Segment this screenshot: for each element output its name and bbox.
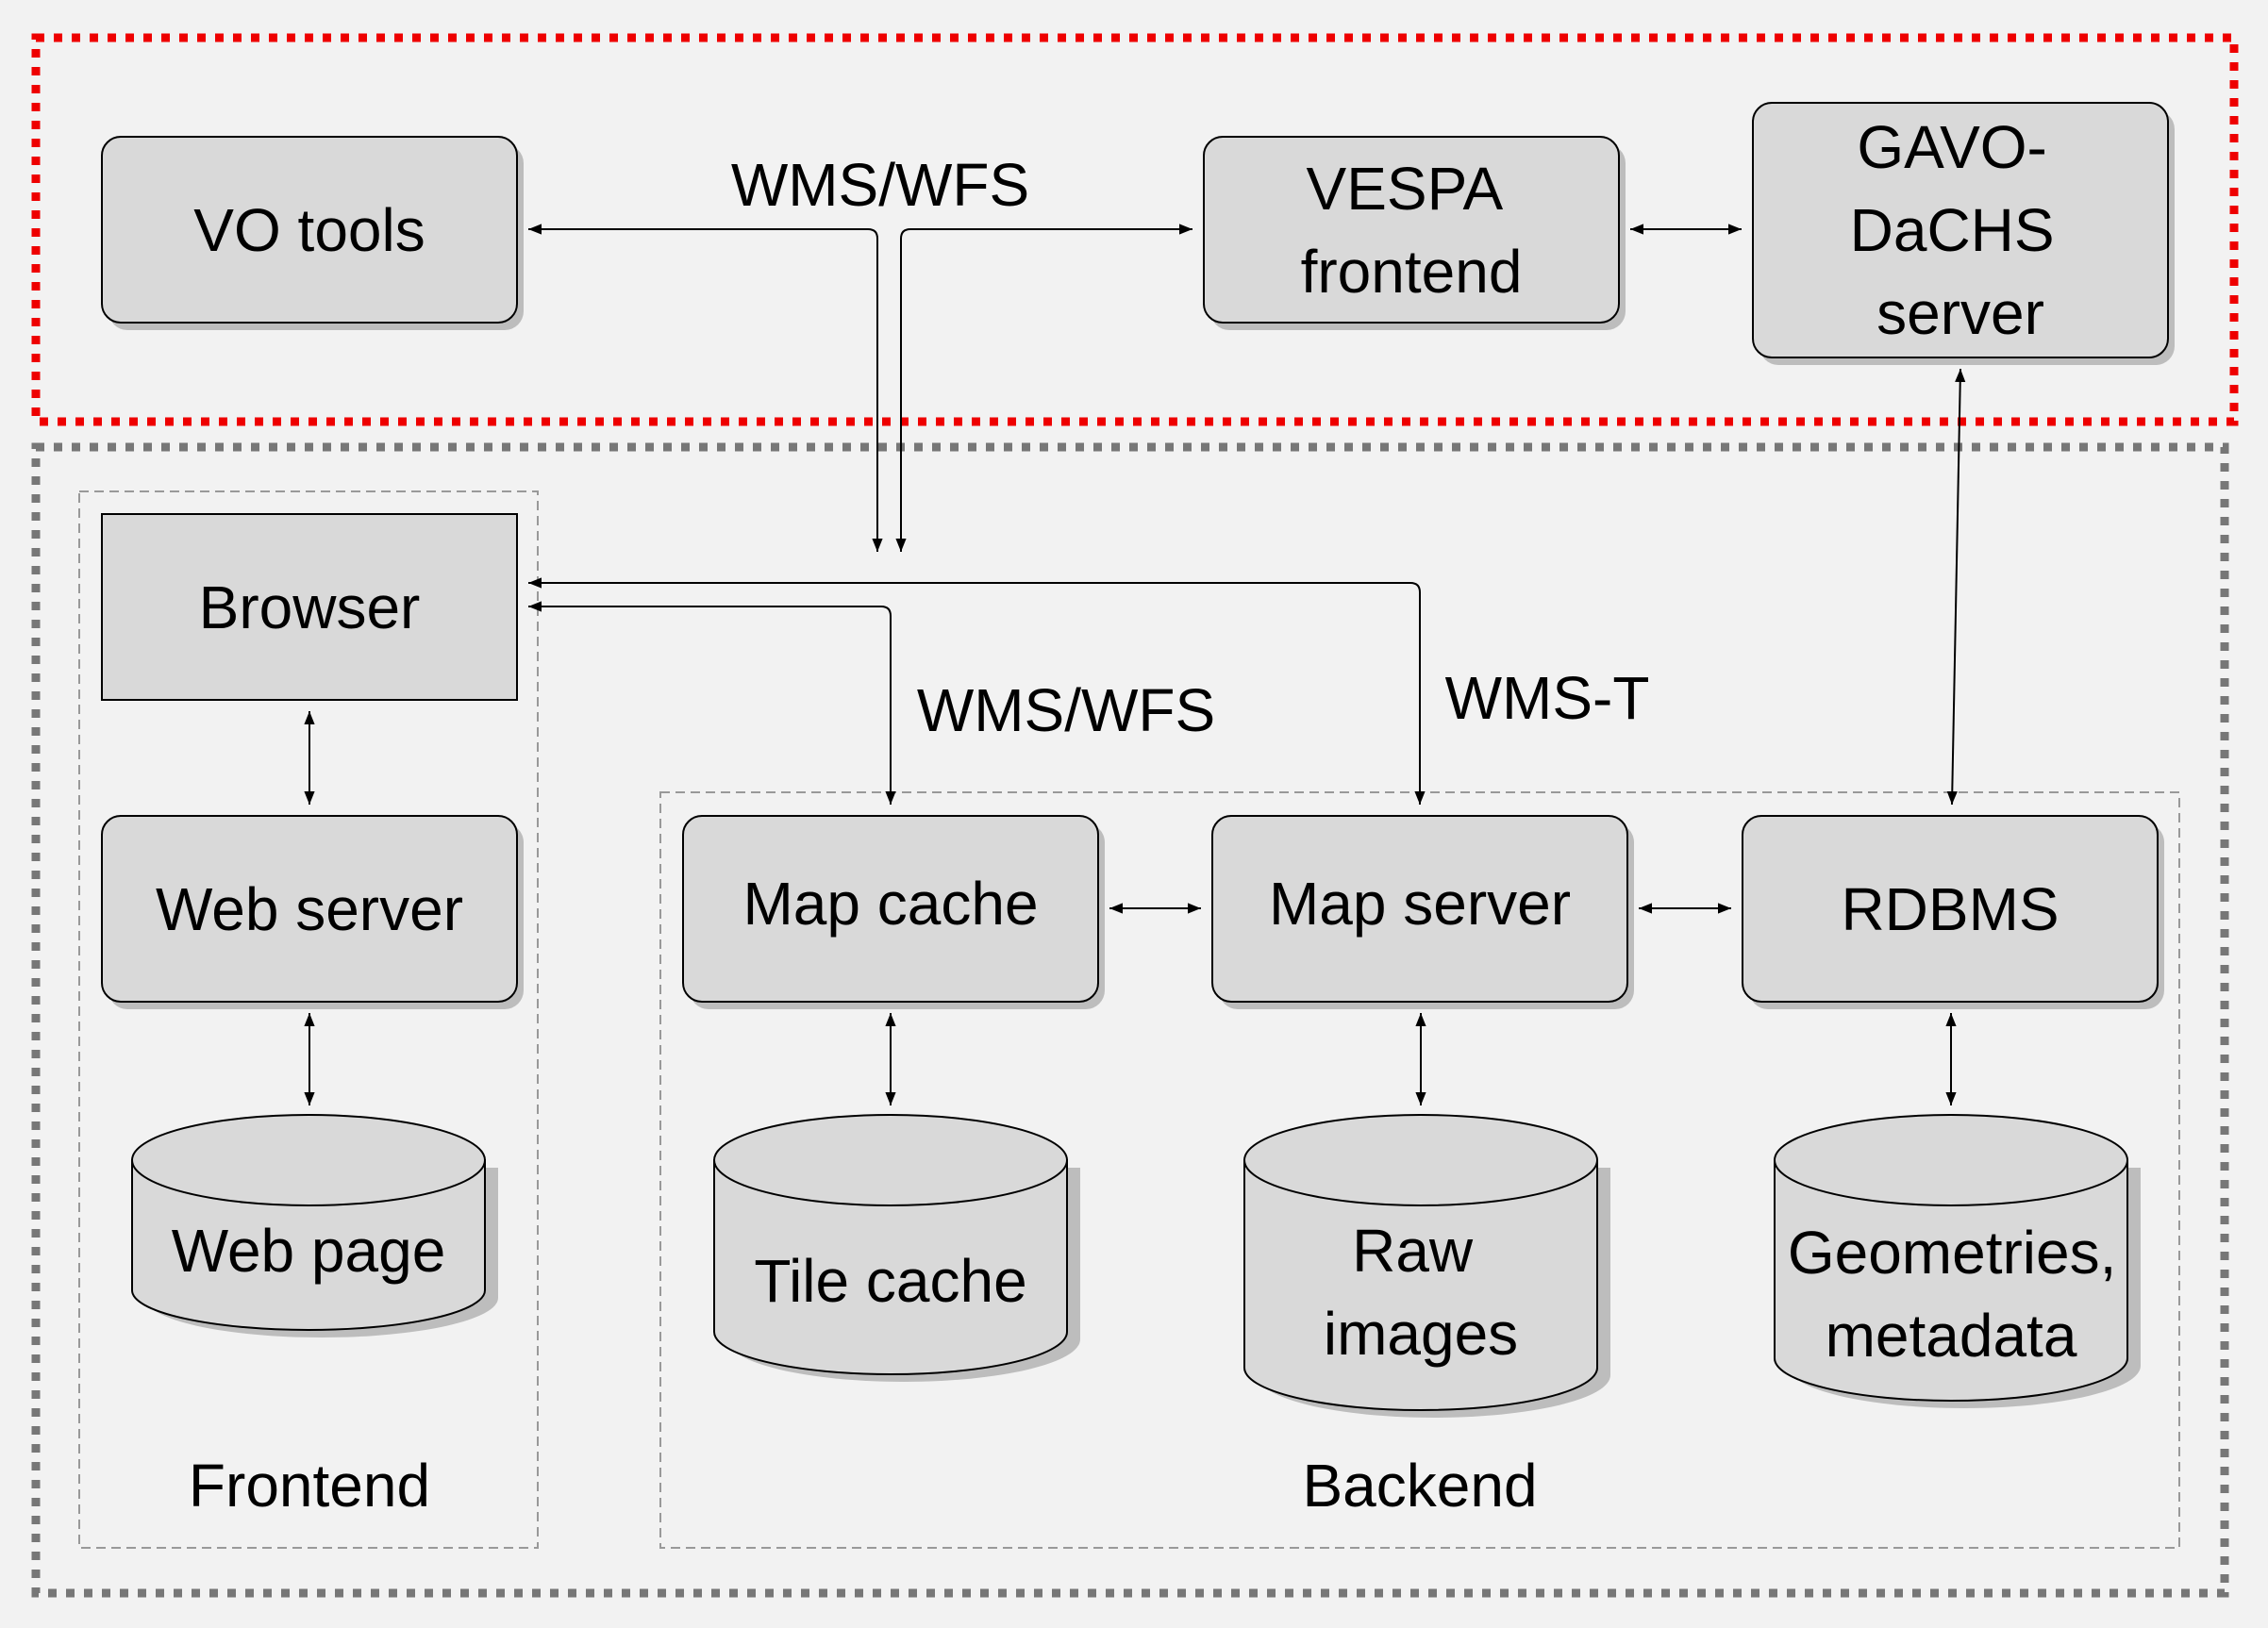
rdbms-label: RDBMS [1841, 875, 2059, 943]
rdbms-box[interactable]: RDBMS [1742, 815, 2159, 1003]
gavo-rdbms-connector [1946, 368, 1966, 806]
wms-wfs-middle-label: WMS/WFS [917, 676, 1215, 744]
tile-cache-database[interactable]: Tile cache [713, 1114, 1080, 1382]
gavo-dachs-server-box[interactable]: GAVO- DaCHS server [1752, 102, 2169, 358]
tile-cache-label: Tile cache [754, 1247, 1026, 1315]
raw-images-database[interactable]: Raw images [1243, 1114, 1610, 1418]
vespa-wms-connector [895, 224, 1192, 552]
map-cache-label: Map cache [742, 870, 1038, 938]
map-server-label: Map server [1269, 870, 1571, 938]
vo-tools-label: VO tools [193, 196, 425, 264]
vespa-frontend-box[interactable]: VESPA frontend [1203, 136, 1620, 324]
web-page-database[interactable]: Web page [131, 1114, 498, 1337]
frontend-group [78, 490, 539, 1549]
browser-label: Browser [199, 573, 421, 641]
wms-wfs-top-label: WMS/WFS [731, 151, 1029, 219]
raw-images-label: Raw images [1324, 1217, 1518, 1368]
gavo-dachs-server-label: GAVO- DaCHS server [1850, 113, 2072, 347]
geometries-metadata-label: Geometries, metadata [1788, 1219, 2133, 1370]
web-server-label: Web server [156, 875, 463, 943]
map-cache-box[interactable]: Map cache [682, 815, 1099, 1003]
wms-t-label: WMS-T [1445, 664, 1650, 732]
frontend-group-label: Frontend [189, 1452, 430, 1520]
web-server-box[interactable]: Web server [101, 815, 518, 1003]
web-page-label: Web page [172, 1217, 446, 1285]
vespa-frontend-label: VESPA frontend [1301, 155, 1523, 306]
backend-group-label: Backend [1302, 1452, 1537, 1520]
browser-mapserver-connector [528, 577, 1426, 805]
vo-tools-box[interactable]: VO tools [101, 136, 518, 324]
geometries-metadata-database[interactable]: Geometries, metadata [1774, 1114, 2141, 1408]
map-server-box[interactable]: Map server [1211, 815, 1628, 1003]
browser-box[interactable]: Browser [101, 513, 518, 701]
connectors [304, 224, 1966, 1105]
vo-tools-wms-connector [528, 224, 883, 552]
browser-mapcache-connector [528, 601, 896, 805]
